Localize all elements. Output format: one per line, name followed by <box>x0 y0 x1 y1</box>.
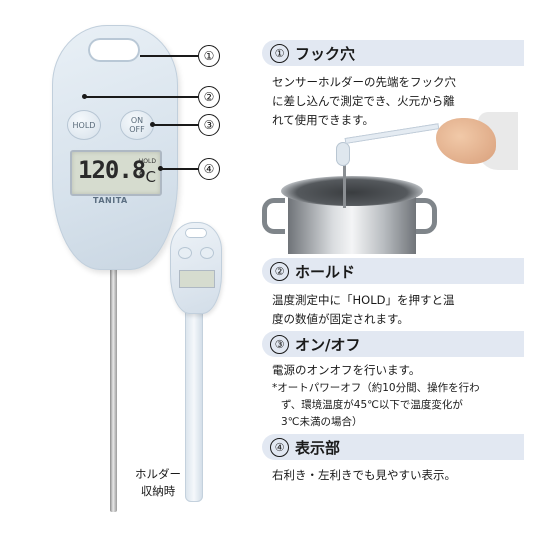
hook-hole <box>88 38 140 62</box>
callout-3: ③ <box>198 114 220 136</box>
section-number: ① <box>270 43 289 63</box>
onoff-button[interactable]: ON OFF <box>120 110 154 140</box>
mini-hook-hole <box>185 228 207 238</box>
display-hold-indicator: HOLD <box>138 158 156 165</box>
thermometer-body <box>52 25 178 270</box>
section-title: フック穴 <box>295 44 356 63</box>
brand-logo: TANITA <box>93 196 128 205</box>
callout-line-3 <box>152 124 198 126</box>
section-title: ホールド <box>295 262 356 281</box>
section-text-hold: 温度測定中に「HOLD」を押すと温 度の数値が固定されます。 <box>272 293 455 326</box>
section-header-hook-hole: ① フック穴 <box>262 40 524 66</box>
probe-needle <box>110 262 117 512</box>
callout-line-1 <box>140 55 198 57</box>
section-header-hold: ② ホールド <box>262 258 524 284</box>
sensor-holder <box>185 310 203 502</box>
section-text-onoff: 電源のオンオフを行います。 <box>272 363 421 377</box>
display-unit: °C <box>138 168 156 186</box>
thermometer-in-holder <box>170 222 222 314</box>
callout-1: ① <box>198 45 220 67</box>
callout-line-4 <box>160 168 198 170</box>
section-text-display: 右利き・左利きでも見やすい表示。 <box>272 468 456 482</box>
section-number: ③ <box>270 334 289 354</box>
auto-power-off-note: *オートパワーオフ（約10分間、操作を行わ ず、環境温度が45℃以下で温度変化が… <box>272 382 480 428</box>
callout-line-2 <box>84 96 198 98</box>
section-title: 表示部 <box>295 438 341 457</box>
callout-2: ② <box>198 86 220 108</box>
mini-lcd <box>179 270 215 288</box>
holder-caption: ホルダー 収納時 <box>135 467 181 498</box>
hold-button[interactable]: HOLD <box>67 110 101 140</box>
mini-buttons <box>178 247 214 261</box>
section-header-display: ④ 表示部 <box>262 434 524 460</box>
callout-4: ④ <box>198 158 220 180</box>
section-header-onoff: ③ オン/オフ <box>262 331 524 357</box>
section-number: ② <box>270 261 289 281</box>
section-number: ④ <box>270 437 289 457</box>
section-title: オン/オフ <box>295 335 361 354</box>
display-temperature: 120.8 <box>78 156 146 184</box>
lcd-display: 120.8 HOLD °C <box>70 150 162 196</box>
section-text-hook-hole: センサーホルダーの先端をフック穴 に差し込んで測定でき、火元から離 れて使用でき… <box>272 75 456 127</box>
